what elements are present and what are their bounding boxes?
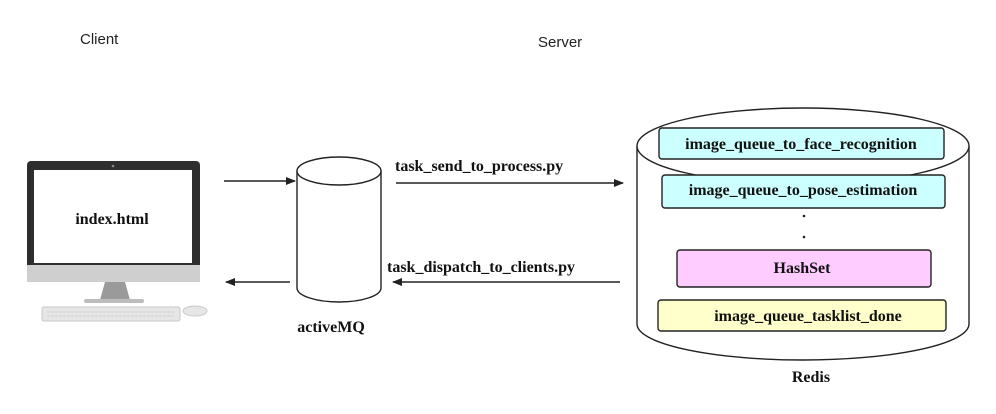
hashset-label: HashSet — [774, 260, 832, 277]
face-queue-label: image_queue_to_face_recognition — [685, 136, 917, 153]
ellipsis-dot — [802, 235, 806, 239]
pose-queue-label: image_queue_to_pose_estimation — [689, 182, 918, 199]
send-arrow-label: task_send_to_process.py — [395, 158, 563, 175]
monitor-screen — [34, 170, 192, 263]
dispatch-arrow-label: task_dispatch_to_clients.py — [387, 259, 575, 276]
activemq-cylinder — [296, 156, 382, 303]
redis-label: Redis — [792, 369, 830, 386]
face-queue-box — [658, 127, 945, 160]
monitor-base — [84, 299, 144, 303]
mouse — [182, 305, 208, 317]
monitor-chin — [27, 265, 200, 282]
server-label: Server — [538, 34, 582, 51]
ellipsis-dot — [802, 214, 806, 218]
computer-icon: index.html — [27, 161, 208, 322]
monitor-stand — [100, 282, 130, 300]
client-label: Client — [80, 31, 119, 48]
done-queue-label: image_queue_tasklist_done — [714, 308, 902, 325]
hashset-box — [676, 249, 932, 288]
webcam-dot — [111, 164, 115, 168]
done-queue-box — [657, 299, 947, 332]
pose-queue-box — [661, 174, 946, 209]
keyboard — [41, 306, 181, 322]
index-html-label: index.html — [75, 211, 149, 228]
activemq-label: activeMQ — [297, 319, 365, 336]
